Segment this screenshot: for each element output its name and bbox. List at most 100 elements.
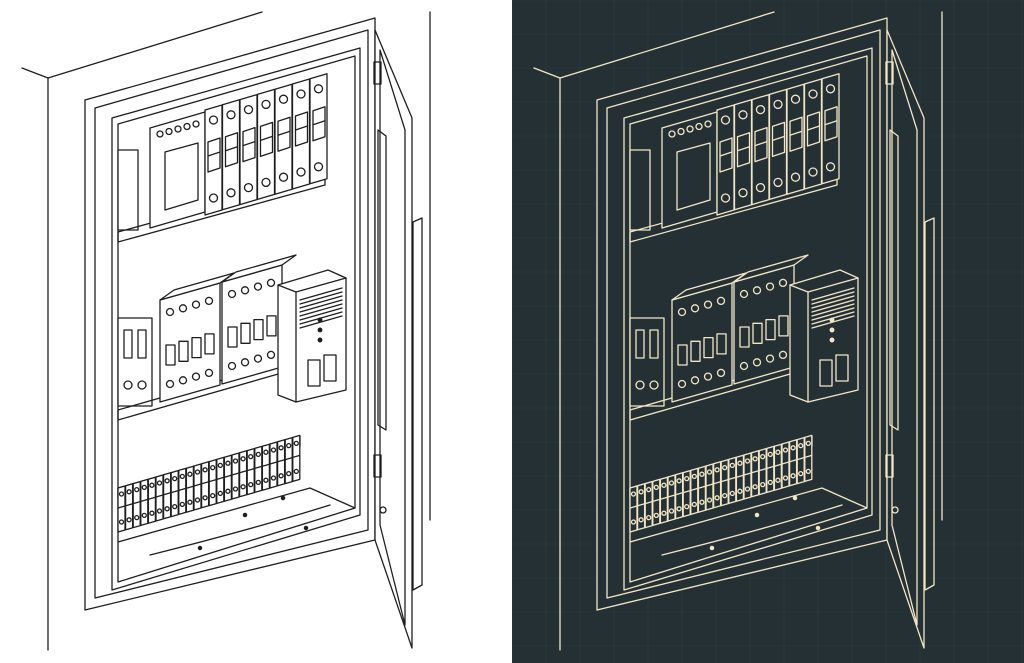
terminal-divider — [644, 500, 653, 505]
terminal-screw — [790, 473, 796, 479]
terminal-screw — [798, 470, 804, 477]
terminal-block — [720, 458, 729, 507]
breaker-top-screw — [296, 89, 306, 99]
terminal-screw — [187, 499, 193, 505]
contactor-pole — [677, 344, 688, 366]
breaker-bottom-screw — [243, 182, 254, 193]
breaker-top-screw — [261, 99, 271, 110]
breaker-toggle-line — [207, 151, 221, 157]
terminal-screw — [248, 453, 254, 460]
terminal-screw — [225, 488, 231, 494]
contactor-terminal — [690, 304, 700, 313]
terminal-screw — [217, 490, 223, 497]
psu-connector — [307, 359, 321, 387]
terminal-screw — [782, 447, 789, 453]
contactor-terminal — [253, 354, 263, 363]
terminal-screw — [263, 449, 269, 455]
breaker-bottom-screw — [790, 172, 801, 182]
blueprint-view — [512, 0, 1024, 663]
enclosure-frame — [606, 29, 881, 599]
terminal-screw — [172, 475, 178, 482]
terminal-screw — [286, 442, 292, 449]
contactor-pole — [778, 315, 789, 337]
breaker-top-screw — [790, 94, 801, 104]
breaker-top-screw — [720, 115, 731, 125]
fuse-slot — [123, 329, 133, 359]
terminal-divider — [720, 478, 729, 483]
floor-screw — [242, 512, 248, 518]
terminal-block — [682, 469, 691, 518]
terminal-block — [773, 443, 783, 491]
terminal-screw — [248, 481, 254, 488]
terminal-screw — [767, 479, 773, 486]
breaker-toggle-line — [736, 146, 751, 152]
contactor-terminal — [703, 300, 713, 309]
terminal-block — [667, 474, 676, 522]
terminal-block — [728, 456, 737, 505]
terminal-screw — [805, 468, 811, 475]
cabinet-drawing — [533, 11, 943, 651]
contactor — [733, 264, 795, 385]
terminal-screw — [752, 456, 758, 462]
terminal-screw — [194, 469, 201, 475]
terminal-screw — [293, 468, 299, 475]
relay-terminal — [668, 130, 676, 138]
terminal-block — [276, 439, 286, 487]
breaker-toggle-line — [277, 130, 291, 136]
floor-curve — [149, 504, 331, 556]
contactor-terminal — [178, 376, 188, 385]
relay-terminal — [695, 122, 703, 131]
terminal-screw — [156, 480, 163, 486]
breaker-bottom-screw — [825, 162, 836, 172]
breaker-toggle — [789, 116, 803, 152]
terminal-divider — [216, 476, 225, 481]
contactor-pole — [165, 344, 176, 366]
terminal-divider — [231, 472, 240, 476]
terminal-screw — [653, 512, 659, 519]
contactor-pole — [178, 340, 189, 362]
breaker-toggle — [719, 137, 733, 173]
relay-module — [149, 111, 206, 229]
door-handle-slot — [377, 129, 387, 431]
terminal-divider — [276, 459, 286, 463]
contactor-terminal — [703, 372, 713, 381]
terminal-divider — [758, 467, 767, 472]
psu-indicator-led — [317, 327, 323, 333]
psu-connector — [835, 354, 849, 382]
terminal-screw — [179, 473, 185, 480]
terminal-screw — [775, 449, 781, 455]
floor-screw — [197, 545, 203, 551]
psu-connector — [323, 354, 337, 382]
contactor-terminal — [178, 304, 188, 313]
contactor-pole — [253, 318, 264, 341]
psu-vent — [811, 287, 855, 301]
terminal-block — [170, 469, 179, 518]
door-side-strip — [412, 217, 423, 591]
terminal-block — [690, 467, 699, 516]
contactor-terminal — [227, 289, 237, 299]
terminal-block — [659, 476, 669, 524]
terminal-screw — [263, 477, 269, 483]
fuse-slot — [137, 329, 147, 359]
terminal-screw — [760, 481, 766, 488]
terminal-divider — [254, 465, 263, 470]
terminal-screw — [729, 490, 735, 497]
breaker-bottom-screw — [296, 167, 306, 177]
breaker-top-screw — [808, 89, 818, 99]
contactor-terminal — [739, 361, 749, 371]
contactor-terminal — [191, 300, 201, 309]
terminal-block — [117, 485, 126, 533]
psu-connector — [819, 359, 833, 387]
relay-terminal — [174, 125, 182, 133]
breaker-bottom-screw — [208, 193, 219, 203]
terminal-block — [140, 478, 149, 527]
terminal-block — [781, 441, 790, 489]
enclosure-frame — [94, 29, 369, 599]
terminal-screw — [805, 440, 811, 447]
terminal-divider — [269, 461, 278, 465]
terminal-block — [147, 476, 157, 524]
terminal-screw — [149, 510, 155, 516]
terminal-screw — [691, 501, 697, 508]
terminal-screw — [646, 514, 652, 521]
